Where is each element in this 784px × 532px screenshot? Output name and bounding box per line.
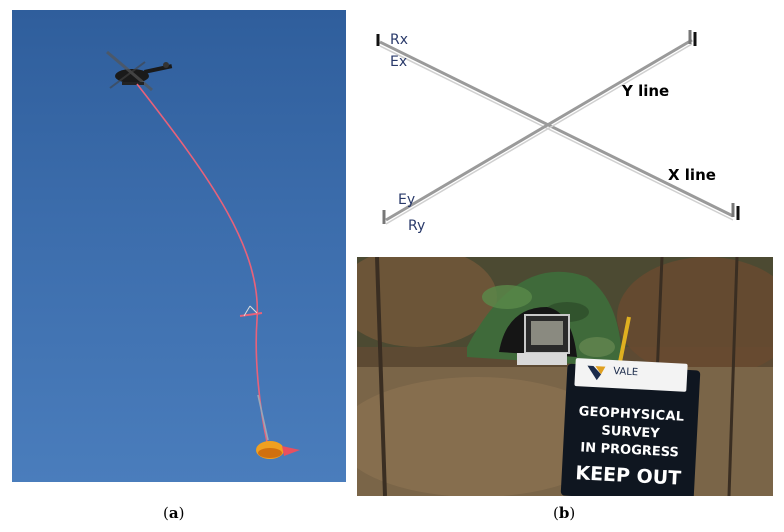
warning-sign: VALE GEOPHYSICAL SURVEY IN PROGRESS KEEP… bbox=[560, 358, 701, 496]
tow-line bbox=[136, 83, 268, 443]
x-line bbox=[379, 40, 734, 221]
y-line bbox=[385, 38, 693, 225]
ey-label: Ey bbox=[398, 192, 416, 208]
sign-text-line3: IN PROGRESS bbox=[579, 440, 680, 461]
sign-logo-text: VALE bbox=[612, 366, 639, 379]
ry-label: Ry bbox=[408, 218, 426, 234]
vale-logo-icon bbox=[587, 365, 606, 381]
tow-bird-icon bbox=[256, 441, 300, 459]
line-layout-diagram: Rx Ex Ey Ry Y line X line bbox=[358, 10, 774, 250]
ex-label: Ex bbox=[390, 54, 408, 70]
sign-logo-box: VALE bbox=[574, 358, 688, 392]
helicopter-icon bbox=[106, 50, 173, 92]
caption-a-letter: a bbox=[168, 504, 179, 522]
helicopter-photo bbox=[12, 10, 346, 482]
rx-label: Rx bbox=[390, 32, 409, 48]
sign-text-line4: KEEP OUT bbox=[574, 462, 682, 490]
x-line-label: X line bbox=[668, 166, 716, 184]
field-station-photo: VALE GEOPHYSICAL SURVEY IN PROGRESS KEEP… bbox=[357, 257, 773, 496]
data-logger-icon bbox=[517, 314, 570, 365]
line-layout-svg bbox=[376, 30, 740, 225]
electrode-x-end-icon bbox=[731, 203, 740, 220]
caption-b: (b) bbox=[553, 504, 576, 522]
y-line-label: Y line bbox=[622, 82, 670, 100]
electrode-y-end-icon bbox=[688, 30, 697, 46]
caption-b-letter: b bbox=[558, 504, 570, 522]
cable-sensor-icon bbox=[239, 305, 263, 317]
caption-a: (a) bbox=[163, 504, 185, 522]
helicopter-scene bbox=[106, 50, 300, 459]
